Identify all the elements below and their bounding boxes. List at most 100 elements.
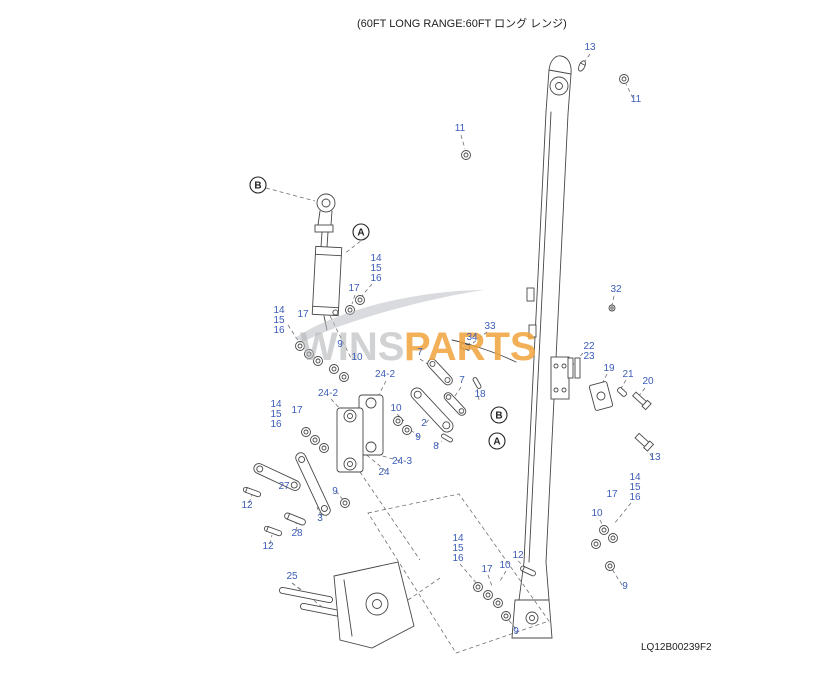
callout-part-24-3: 24-3 xyxy=(392,456,412,467)
callout-part-7: 7 xyxy=(417,347,423,358)
callout-part-10: 10 xyxy=(499,560,511,571)
callout-part-17: 17 xyxy=(291,405,303,416)
bottom-bracket xyxy=(333,561,415,649)
pin-part-12b xyxy=(263,525,283,537)
link-part-2 xyxy=(410,387,454,433)
callout-part-15: 15 xyxy=(452,543,464,554)
hydraulic-cylinder xyxy=(311,193,343,331)
callout-part-10: 10 xyxy=(351,352,363,363)
pin-part-12a xyxy=(242,486,262,498)
boom xyxy=(511,55,572,639)
link-part-7b xyxy=(443,392,467,416)
callout-part-33: 33 xyxy=(484,321,496,332)
callout-part-18: 18 xyxy=(474,389,486,400)
callout-part-24-2: 24-2 xyxy=(318,388,338,399)
diagram-title: (60FT LONG RANGE:60FT ロング レンジ) xyxy=(357,18,567,30)
callout-part-22: 22 xyxy=(583,341,595,352)
svg-text:A: A xyxy=(493,437,500,448)
watermark-text-parts: PARTS xyxy=(404,325,537,369)
svg-text:A: A xyxy=(357,228,364,239)
callout-part-12: 12 xyxy=(241,500,253,511)
pin-part-18 xyxy=(472,377,482,389)
callout-part-34: 34 xyxy=(466,332,478,343)
drawing-code: LQ12B00239F2 xyxy=(641,642,712,653)
callout-part-13: 13 xyxy=(649,452,661,463)
bolt-part-20 xyxy=(632,391,652,411)
pin-part-12c xyxy=(520,565,536,577)
callout-part-19: 19 xyxy=(603,363,615,374)
detail-boundary-box xyxy=(367,493,550,654)
callout-part-7: 7 xyxy=(459,375,465,386)
boom-mount-plate xyxy=(550,356,570,400)
callout-part-9: 9 xyxy=(332,486,338,497)
callout-part-14: 14 xyxy=(270,399,282,410)
watermark: WINS PARTS xyxy=(295,290,537,369)
assembly-marker-B: B xyxy=(490,406,508,424)
bolt-part-21 xyxy=(616,387,628,397)
callout-part-28: 28 xyxy=(291,528,303,539)
bolt-part-13-right xyxy=(634,432,655,452)
plug-part-13-top xyxy=(578,60,586,72)
washer-part-11-right xyxy=(619,74,629,84)
bolt-part-8 xyxy=(441,433,453,443)
callout-part-23: 23 xyxy=(583,351,595,362)
link-part-27 xyxy=(253,463,301,491)
callout-part-15: 15 xyxy=(270,409,282,420)
assembly-marker-B: B xyxy=(249,176,267,194)
callout-part-12: 12 xyxy=(262,541,274,552)
callout-part-17: 17 xyxy=(297,309,309,320)
pin-part-25a xyxy=(278,586,334,604)
callout-part-16: 16 xyxy=(270,419,282,430)
callout-part-16: 16 xyxy=(370,273,382,284)
callout-part-16: 16 xyxy=(273,325,285,336)
callout-part-16: 16 xyxy=(452,553,464,564)
callout-part-17: 17 xyxy=(481,564,493,575)
callout-part-27: 27 xyxy=(278,481,290,492)
washer-part-32 xyxy=(608,304,616,312)
callout-part-3: 3 xyxy=(317,513,323,524)
callout-part-24-2: 24-2 xyxy=(375,369,395,380)
assembly-marker-layer: B A B A xyxy=(249,176,508,450)
callout-part-15: 15 xyxy=(370,263,382,274)
link-part-7a xyxy=(427,358,453,386)
callout-part-13: 13 xyxy=(584,42,596,53)
callout-part-16: 16 xyxy=(629,492,641,503)
callout-part-15: 15 xyxy=(273,315,285,326)
callout-part-10: 10 xyxy=(390,403,402,414)
assembly-marker-A: A xyxy=(488,432,506,450)
assembly-marker-A: A xyxy=(352,223,370,241)
callout-part-20: 20 xyxy=(642,376,654,387)
bracket-part-19 xyxy=(588,381,614,411)
callout-part-14: 14 xyxy=(273,305,285,316)
callout-part-12: 12 xyxy=(512,550,524,561)
washer-stacks xyxy=(295,295,618,621)
hose-part-33 xyxy=(451,339,517,363)
callout-part-9: 9 xyxy=(622,581,628,592)
callout-part-24: 24 xyxy=(378,467,390,478)
boom-foot xyxy=(511,561,553,639)
callout-part-14: 14 xyxy=(452,533,464,544)
link-plate-24-2 xyxy=(358,394,384,456)
callout-part-21: 21 xyxy=(622,369,634,380)
callout-part-2: 2 xyxy=(421,418,427,429)
callout-part-9: 9 xyxy=(415,432,421,443)
callout-part-32: 32 xyxy=(610,284,622,295)
callout-part-11: 11 xyxy=(455,123,466,134)
watermark-text-wins: WINS xyxy=(300,325,404,369)
callout-part-9: 9 xyxy=(337,339,343,350)
callout-part-10: 10 xyxy=(591,508,603,519)
washer-part-11-left xyxy=(461,150,471,160)
callout-part-14: 14 xyxy=(629,472,641,483)
callout-part-11: 11 xyxy=(631,94,642,105)
clamp-part-34 xyxy=(459,342,471,351)
callout-part-15: 15 xyxy=(629,482,641,493)
link-plate-24 xyxy=(336,407,364,473)
shim-parts-22-23 xyxy=(567,357,581,379)
svg-text:B: B xyxy=(495,411,502,422)
pin-part-28 xyxy=(284,512,306,526)
callout-part-8: 8 xyxy=(433,441,439,452)
link-part-3 xyxy=(295,452,331,516)
